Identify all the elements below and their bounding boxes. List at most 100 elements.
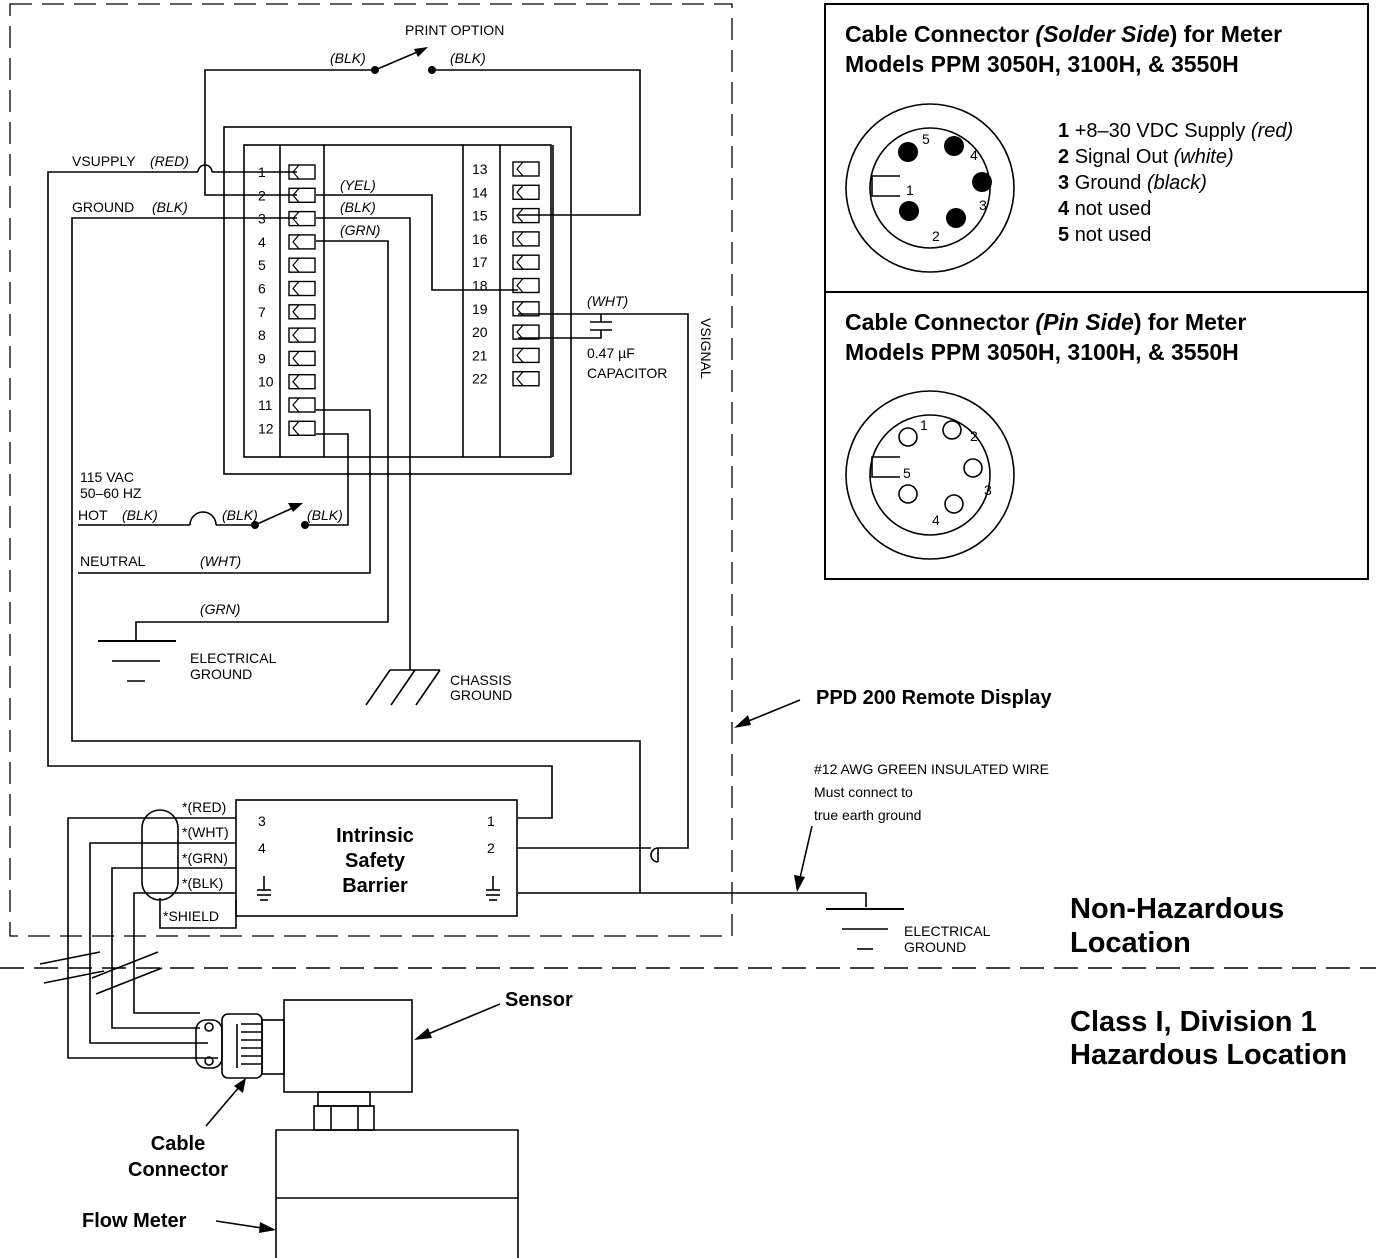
wire-grn-label: *(GRN) — [182, 850, 228, 866]
terminal-number: 14 — [472, 184, 488, 200]
chassis-ground-text-1: CHASSIS — [450, 672, 511, 688]
power-voltage: 115 VAC — [80, 469, 134, 485]
hazardous-2: Hazardous Location — [1070, 1039, 1347, 1071]
barrier-pin-3: 3 — [258, 813, 266, 829]
cable-connector-label-2: Connector — [128, 1159, 228, 1181]
non-hazardous-2: Location — [1070, 927, 1191, 959]
yel-label: (YEL) — [340, 177, 376, 193]
barrier-title-2: Safety — [345, 850, 406, 872]
barrier-pin-4: 4 — [258, 840, 266, 856]
earth-ground-symbol: ELECTRICAL GROUND — [826, 908, 991, 955]
barrier-title-1: Intrinsic — [336, 825, 414, 847]
wire-blk-label: *(BLK) — [182, 875, 223, 891]
neutral-label: NEUTRAL — [80, 553, 146, 569]
wht-term19-label: (WHT) — [587, 293, 628, 309]
terminal-number: 10 — [258, 374, 274, 390]
chassis-ground-symbol: CHASSIS GROUND — [365, 669, 512, 706]
remote-display-enclosure — [9, 3, 733, 937]
solder-pin-legend: 1 +8–30 VDC Supply (red) 2 Signal Out (wh… — [1058, 120, 1293, 246]
terminal-number: 7 — [258, 304, 266, 320]
sensor-neck — [317, 1091, 371, 1107]
switch-blk-label: (BLK) — [307, 507, 343, 523]
shield-label: *SHIELD — [163, 908, 219, 924]
solder-side-title-2: Models PPM 3050H, 3100H, & 3550H — [845, 51, 1239, 77]
fuse-blk-label: (BLK) — [222, 507, 258, 523]
print-option-switch: PRINT OPTION (BLK) (BLK) — [204, 22, 641, 216]
capacitor-label: CAPACITOR — [587, 365, 667, 381]
terminal-screw-left-4 — [288, 257, 316, 273]
ground-color: (BLK) — [152, 199, 188, 215]
wire-wht-label: *(WHT) — [182, 824, 229, 840]
terminal-number: 9 — [258, 350, 266, 366]
earth-ground-text-1: ELECTRICAL — [904, 923, 991, 939]
terminal-number: 22 — [472, 371, 488, 387]
barrier-pin-2: 2 — [487, 840, 495, 856]
terminal-screw-left-8 — [288, 350, 316, 367]
terminal-screw-left-11 — [288, 420, 316, 436]
cable-connector-label-1: Cable — [151, 1133, 205, 1155]
cable-shield-loop — [141, 809, 179, 901]
remote-display-label: PPD 200 Remote Display — [816, 687, 1053, 709]
earth-note-1: Must connect to — [814, 784, 913, 800]
solder-pin-number: 3 — [979, 197, 987, 213]
legend-item: 3 Ground (black) — [1058, 172, 1207, 194]
terminal-number: 4 — [258, 234, 266, 250]
terminal-screw-right-8 — [512, 347, 540, 364]
terminal-screw-right-1 — [512, 184, 540, 201]
hazardous-1: Class I, Division 1 — [1070, 1006, 1317, 1038]
hot-label: HOT — [78, 507, 108, 523]
pin-side-pin-number: 3 — [984, 482, 992, 498]
electrical-ground-text-1: ELECTRICAL — [190, 650, 277, 666]
electrical-ground-text-2: GROUND — [190, 666, 252, 682]
terminal-number: 13 — [472, 161, 488, 177]
print-blk-right: (BLK) — [450, 50, 486, 66]
print-option-label: PRINT OPTION — [405, 22, 504, 38]
terminal-number: 11 — [258, 397, 273, 413]
terminal-screw-right-0 — [512, 161, 540, 177]
solder-pin-number: 2 — [932, 228, 940, 244]
terminal-number: 20 — [472, 324, 488, 340]
pin-side-pin-number: 1 — [920, 417, 928, 433]
terminal-number: 5 — [258, 257, 266, 273]
pin-side-title-2: Models PPM 3050H, 3100H, & 3550H — [845, 339, 1239, 365]
terminal-screw-right-7 — [512, 324, 540, 340]
legend-item: 2 Signal Out (white) — [1058, 146, 1234, 168]
legend-item: 5 not used — [1058, 224, 1151, 246]
solder-side-title-1: Cable Connector (Solder Side) for Meter — [845, 21, 1282, 47]
vsupply-label: VSUPPLY — [72, 153, 136, 169]
terminal-screw-left-6 — [288, 304, 316, 320]
terminal-screw-left-9 — [288, 374, 316, 390]
terminal-number: 17 — [472, 254, 488, 270]
barrier-pin-1: 1 — [487, 813, 495, 829]
pin-side-pin-number: 5 — [903, 465, 911, 481]
solder-pin-number: 4 — [970, 147, 978, 163]
terminal-number: 12 — [258, 420, 274, 436]
flow-meter-body — [275, 1129, 519, 1258]
terminal-screw-left-5 — [288, 280, 316, 297]
power-frequency: 50–60 HZ — [80, 485, 142, 501]
flow-meter-label: Flow Meter — [82, 1210, 187, 1232]
chassis-ground-text-2: GROUND — [450, 687, 512, 703]
legend-item: 4 not used — [1058, 198, 1151, 220]
awg-note: #12 AWG GREEN INSULATED WIRE — [814, 761, 1049, 777]
cable-connector-device — [195, 1013, 285, 1079]
power-input: 115 VAC 50–60 HZ HOT (BLK) (BLK) (BLK) N… — [78, 409, 371, 617]
capacitor-value: 0.47 µF — [587, 345, 635, 361]
sensor-label: Sensor — [505, 989, 573, 1011]
wire-red-label: *(RED) — [182, 799, 226, 815]
pin-side-title-1: Cable Connector (Pin Side) for Meter — [845, 309, 1246, 335]
terminal-number: 18 — [472, 278, 488, 294]
earth-note-2: true earth ground — [814, 807, 921, 823]
terminal-screw-left-3 — [288, 234, 316, 250]
terminal-number: 6 — [258, 281, 266, 297]
legend-item: 1 +8–30 VDC Supply (red) — [1058, 120, 1293, 142]
terminal-screw-right-9 — [512, 371, 540, 387]
pin-side-pin-number: 2 — [970, 428, 978, 444]
terminal-number: 21 — [472, 347, 488, 363]
terminal-screw-left-7 — [288, 327, 316, 343]
print-blk-left: (BLK) — [330, 50, 366, 66]
blk-term3-label: (BLK) — [340, 199, 376, 215]
